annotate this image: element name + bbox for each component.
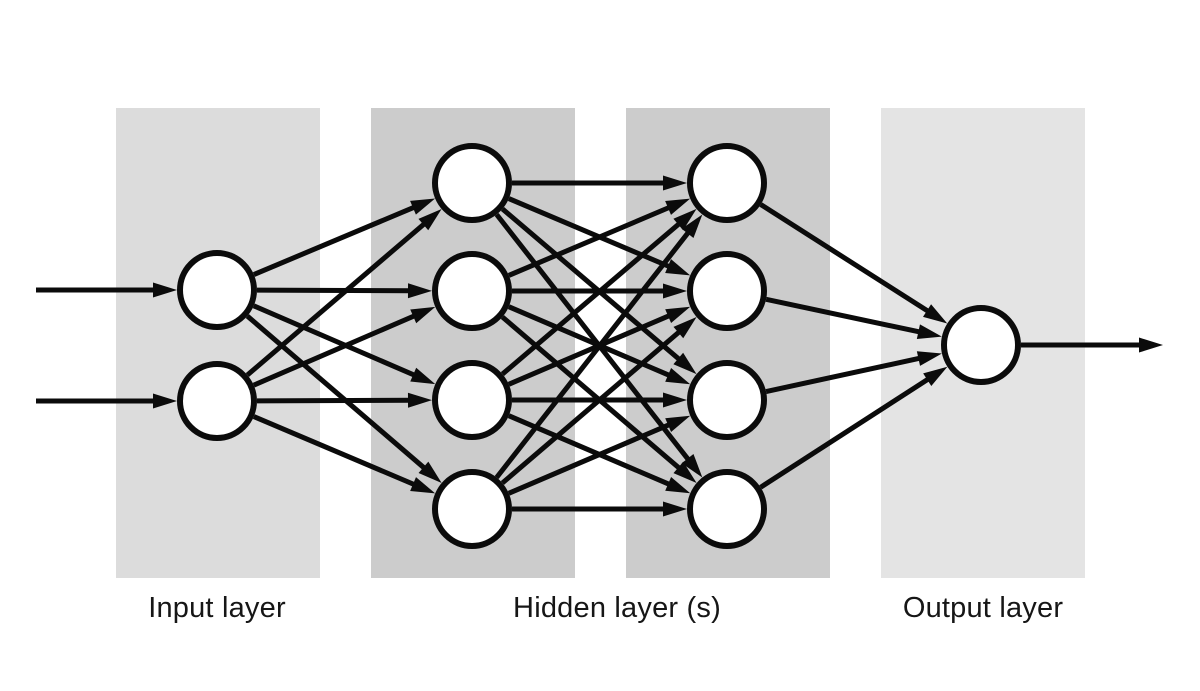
- hidden2-neuron-node: [687, 469, 767, 549]
- connection-arrow-shaft: [494, 212, 693, 465]
- connection-arrow-shaft: [256, 397, 414, 404]
- connection-arrow-head: [673, 316, 697, 339]
- hidden1-neuron-node: [432, 251, 512, 331]
- input-layer-label: Input layer: [148, 592, 286, 624]
- connection-arrow-shaft: [245, 219, 429, 377]
- connection-arrow-shaft: [500, 207, 684, 364]
- connection-arrow-head: [663, 501, 687, 517]
- connection-arrow-shaft: [765, 296, 924, 336]
- connection-arrow-shaft: [759, 374, 933, 490]
- connection-arrow-head: [410, 198, 436, 215]
- connection-arrow-head: [663, 283, 687, 299]
- connection-arrow-head: [665, 306, 691, 324]
- input-arrow-head: [153, 393, 177, 409]
- hidden2-neuron-node: [687, 360, 767, 440]
- connection-arrow-shaft: [494, 227, 693, 480]
- hidden1-neuron-node: [432, 360, 512, 440]
- connection-arrow-shaft: [252, 303, 419, 379]
- connection-arrow-head: [665, 415, 691, 433]
- connection-arrow-head: [916, 351, 942, 366]
- hidden2-neuron-node: [687, 143, 767, 223]
- connection-arrow-shaft: [500, 219, 684, 376]
- connection-arrow-shaft: [507, 420, 674, 496]
- connection-arrow-head: [663, 392, 687, 408]
- connection-arrow-head: [923, 366, 948, 387]
- connection-arrow-head: [410, 306, 436, 324]
- hidden1-neuron-node: [432, 143, 512, 223]
- connection-arrow-head: [665, 367, 691, 385]
- connection-arrow-head: [681, 214, 703, 239]
- connection-arrow-shaft: [500, 315, 684, 473]
- connection-arrow-shaft: [507, 196, 674, 271]
- connection-arrow-head: [665, 198, 691, 215]
- hidden2-neuron-node: [687, 251, 767, 331]
- connection-arrow-shaft: [252, 312, 419, 388]
- output-neuron-node: [941, 305, 1021, 385]
- connection-arrow-shaft: [252, 203, 419, 277]
- connection-arrow-head: [673, 352, 697, 375]
- connection-arrow-head: [407, 283, 433, 299]
- connection-arrow-head: [410, 367, 436, 385]
- input-layer-band: [116, 108, 320, 578]
- connection-arrow-shaft: [245, 314, 429, 473]
- hidden-layer-label: Hidden layer (s): [513, 592, 721, 624]
- connection-arrow-shaft: [256, 287, 414, 294]
- input-arrow-head: [153, 282, 177, 298]
- connection-arrow-head: [673, 208, 697, 231]
- connection-arrow-head: [681, 453, 703, 478]
- connection-arrow-head: [418, 461, 442, 483]
- output-arrow-head: [1139, 337, 1163, 353]
- connection-arrow-head: [410, 477, 436, 494]
- connection-arrow-head: [673, 461, 697, 484]
- connection-arrow-shaft: [507, 203, 674, 278]
- connection-arrow-head: [407, 392, 433, 408]
- connection-arrow-head: [663, 175, 687, 191]
- connection-arrow-shaft: [759, 202, 933, 316]
- connection-arrow-shaft: [507, 304, 674, 380]
- connection-arrow-shaft: [507, 311, 674, 387]
- connection-arrow-head: [923, 304, 948, 324]
- input-neuron-node: [177, 250, 257, 330]
- input-neuron-node: [177, 361, 257, 441]
- connection-arrow-shaft: [765, 355, 924, 394]
- connection-arrow-head: [418, 208, 442, 231]
- connection-arrow-head: [916, 324, 942, 340]
- connection-arrow-head: [665, 259, 691, 276]
- connection-arrow-shaft: [500, 327, 684, 485]
- hidden1-neuron-node: [432, 469, 512, 549]
- connection-arrow-shaft: [252, 414, 419, 489]
- output-layer-label: Output layer: [902, 592, 1064, 624]
- connection-arrow-head: [665, 476, 691, 494]
